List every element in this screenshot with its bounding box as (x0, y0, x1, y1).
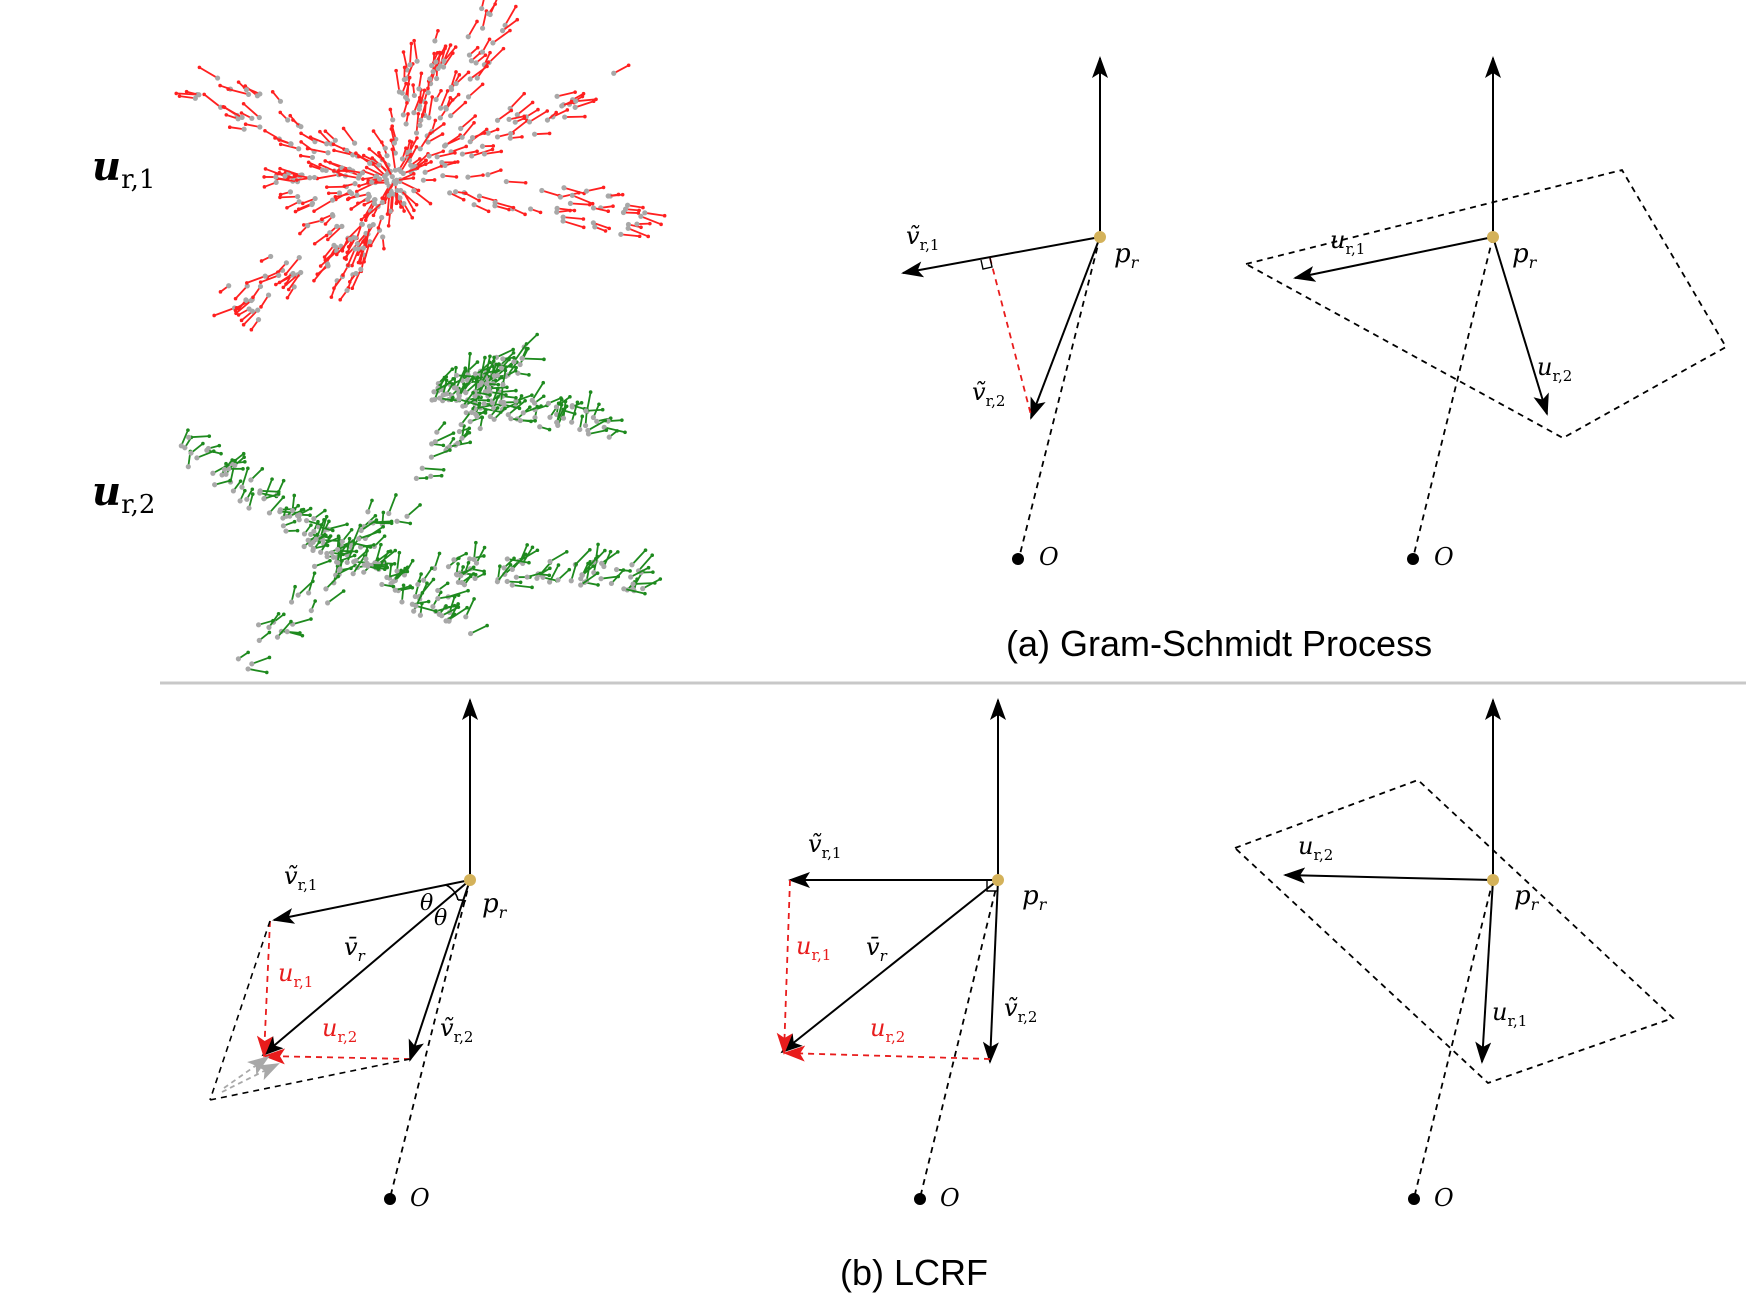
svg-text:ṽr,1: ṽr,1 (284, 862, 317, 894)
svg-text:ṽr,2: ṽr,2 (972, 378, 1005, 410)
svg-text:v̄r: v̄r (344, 933, 366, 965)
svg-text:pr: pr (482, 889, 508, 922)
svg-text:ur,1: ur,1 (796, 932, 831, 964)
caption-a: (a) Gram-Schmidt Process (1006, 623, 1432, 664)
svg-text:ur,2: ur,2 (870, 1014, 905, 1046)
svg-text:ṽr,1: ṽr,1 (906, 222, 939, 254)
svg-text:O: O (940, 1184, 960, 1212)
lcrf-diagram-2: ṽr,1 pr v̄r ur,1 ur,2 ṽr,2 O (776, 698, 1048, 1212)
svg-text:pr: pr (1512, 239, 1538, 272)
lcrf-diagram-3: ur,2 pr ur,1 O (1233, 698, 1675, 1212)
row-label-u1: ur,1 (92, 143, 155, 195)
svg-text:v̄r: v̄r (866, 933, 888, 965)
svg-text:ṽr,1: ṽr,1 (808, 830, 841, 862)
cloud-u2 (178, 332, 663, 675)
svg-text:O: O (1039, 543, 1059, 571)
svg-text:θ: θ (420, 891, 433, 916)
svg-text:ur,1: ur,1 (1330, 226, 1365, 258)
svg-text:ur,1: ur,1 (1492, 998, 1527, 1030)
gs-diagram-2: ur,1 pr ur,2 O (1243, 56, 1728, 571)
svg-text:ur,2: ur,2 (1298, 832, 1333, 864)
svg-text:ur,2: ur,2 (322, 1014, 357, 1046)
svg-text:ṽr,2: ṽr,2 (1004, 994, 1037, 1026)
lcrf-diagram-1: ṽr,1 θ θ pr v̄r ur,1 ur,2 ṽr,2 O (209, 698, 508, 1212)
svg-text:ur,1: ur,1 (278, 959, 313, 991)
cloud-u1 (174, 0, 667, 332)
svg-text:O: O (1434, 543, 1454, 571)
caption-b: (b) LCRF (840, 1252, 988, 1293)
svg-text:pr: pr (1022, 881, 1048, 914)
svg-text:O: O (1434, 1184, 1454, 1212)
svg-text:O: O (410, 1184, 430, 1212)
svg-text:θ: θ (434, 906, 447, 931)
svg-text:ur,2: ur,2 (1537, 353, 1572, 385)
gs-diagram-1: ṽr,1 pr ṽr,2 O (901, 56, 1140, 571)
svg-text:pr: pr (1114, 239, 1140, 272)
svg-text:pr: pr (1514, 881, 1540, 914)
svg-text:ṽr,2: ṽr,2 (440, 1014, 473, 1046)
row-label-u2: ur,2 (92, 468, 155, 520)
